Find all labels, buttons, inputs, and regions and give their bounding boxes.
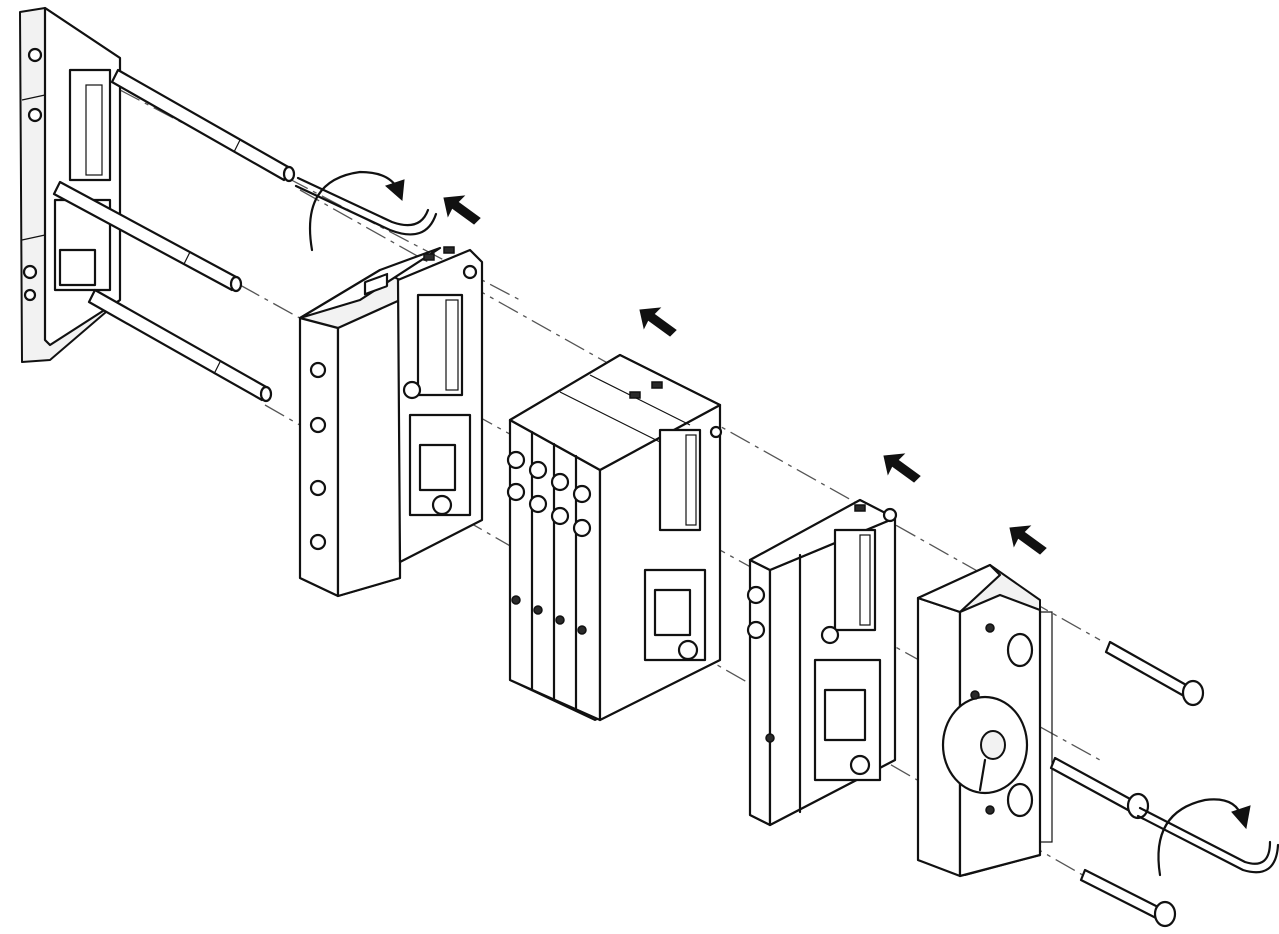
supply-plate-module (298, 246, 484, 598)
tie-rod-icon (110, 68, 296, 183)
rotate-arrow-icon (1157, 798, 1251, 877)
right-end-plate (916, 563, 1053, 878)
tie-rod-icon (87, 288, 273, 403)
rotate-arrow-icon (308, 170, 405, 252)
screws (1049, 640, 1205, 928)
push-direction-arrows (443, 195, 1047, 555)
push-direction-arrow-icon (883, 453, 921, 483)
hex-key-icon (1136, 806, 1279, 874)
hex-key-icon (294, 176, 438, 236)
single-valve-module (746, 498, 898, 827)
tie-rod-icon (52, 180, 243, 293)
screw-icon (1079, 868, 1177, 928)
screw-icon (1104, 640, 1205, 707)
left-end-plate (19, 6, 122, 363)
push-direction-arrow-icon (1009, 525, 1047, 555)
tie-rods (52, 68, 296, 403)
screw-icon (1049, 756, 1150, 820)
valve-module-stack (506, 353, 723, 722)
push-direction-arrow-icon (443, 195, 481, 225)
push-direction-arrow-icon (639, 307, 677, 337)
